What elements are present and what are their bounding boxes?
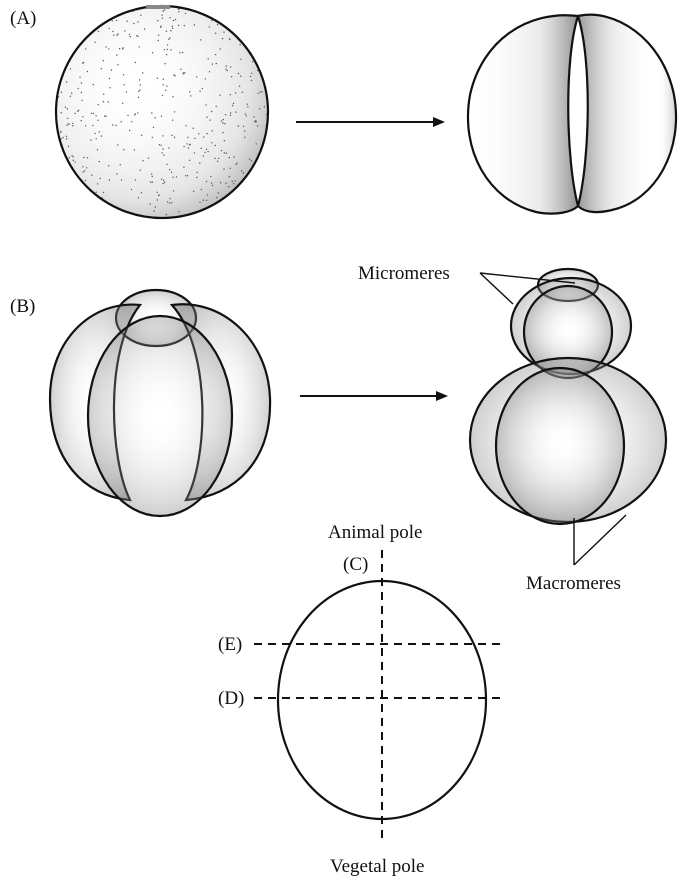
uncleaved-egg [56, 5, 268, 218]
micromeres-label: Micromeres [358, 263, 450, 284]
macromeres-pointer [574, 515, 626, 565]
egg-planes-diagram [254, 550, 504, 842]
macromeres-label: Macromeres [526, 573, 621, 594]
blastomere-left [468, 15, 578, 213]
plane-e-label: (E) [218, 634, 242, 655]
blastomere-right [578, 15, 676, 212]
panel-b-label: (B) [10, 296, 35, 317]
blastomere-front [88, 316, 232, 516]
plane-d-label: (D) [218, 688, 244, 709]
eight-cell-embryo [470, 269, 666, 524]
vegetal-pole-label: Vegetal pole [330, 856, 424, 877]
animal-pole-label: Animal pole [328, 522, 422, 543]
egg-outline [278, 581, 486, 819]
polar-body-mark [146, 5, 170, 9]
two-cell-embryo [468, 15, 676, 214]
panel-a-label: (A) [10, 8, 36, 29]
four-cell-embryo [50, 290, 270, 516]
plane-c-label: (C) [343, 554, 368, 575]
macromere-front [496, 368, 624, 524]
